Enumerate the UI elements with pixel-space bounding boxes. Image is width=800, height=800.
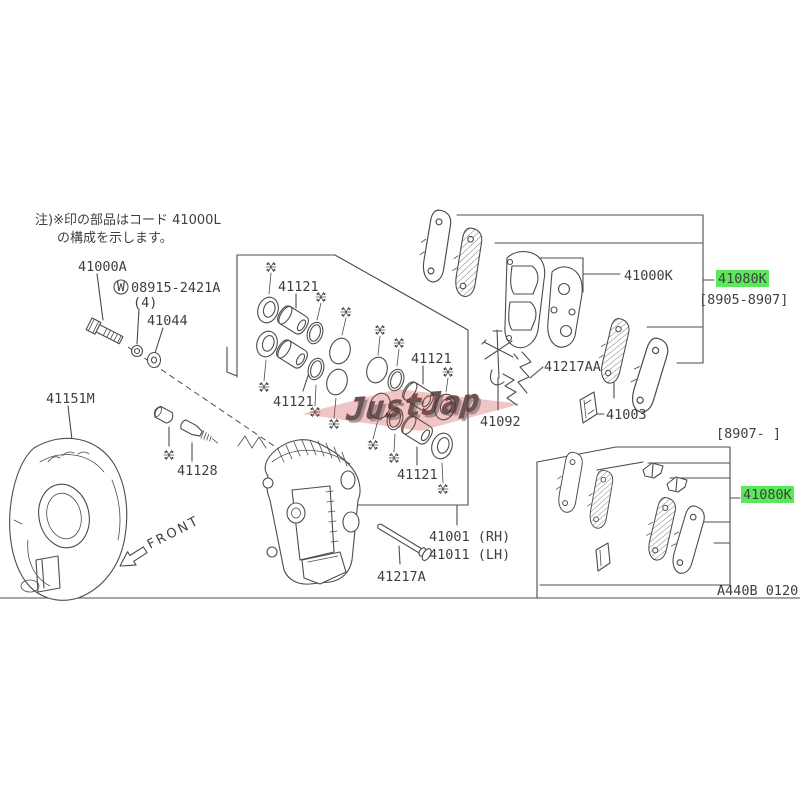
- circled-w-icon: [113, 279, 129, 295]
- reference-mark-icon: [340, 306, 352, 318]
- shim-wedge: [595, 542, 611, 572]
- reference-mark-icon: [388, 452, 400, 464]
- reference-mark-icon: [374, 324, 386, 336]
- lock-washer: [130, 344, 144, 358]
- highlighted-part-late[interactable]: 41080K: [741, 486, 794, 503]
- part-label-08915-2421A: 08915-2421A: [131, 280, 220, 296]
- highlighted-part-early[interactable]: 41080K: [716, 270, 769, 287]
- dust-boot: [322, 365, 352, 399]
- part-label-41121: 41121: [397, 467, 438, 483]
- pad-and-shims: [504, 251, 546, 349]
- part-label-41011-lh: 41011 (LH): [429, 547, 510, 563]
- part-label-41001-rh: 41001 (RH): [429, 529, 510, 545]
- part-label-41217AA: 41217AA: [544, 359, 601, 375]
- splash-shield: [9, 437, 128, 601]
- brake-pad-inner: [643, 495, 678, 562]
- part-label-41121: 41121: [411, 351, 452, 367]
- part-label-41092: 41092: [480, 414, 521, 430]
- note-line1: 注)※印の部品はコード 41000L: [35, 213, 221, 228]
- highlight-rect[interactable]: [716, 270, 769, 287]
- part-label-41121: 41121: [278, 279, 319, 295]
- guide-pin: [377, 523, 432, 561]
- backing-plate: [547, 266, 583, 348]
- dust-boot: [362, 353, 392, 387]
- piston-seal: [304, 355, 328, 383]
- part-label-41003: 41003: [606, 407, 647, 423]
- front-label: FRONT: [145, 513, 203, 552]
- part-label-41151M: 41151M: [46, 391, 95, 407]
- reference-mark-icon: [328, 418, 340, 430]
- reference-mark-icon: [163, 449, 175, 461]
- brake-pad-inner: [596, 316, 631, 386]
- brake-pad-inner: [585, 469, 614, 530]
- piston: [274, 303, 312, 337]
- torque-member-bracket: [481, 329, 519, 386]
- part-label-41000A: 41000A: [78, 259, 127, 275]
- caliper-body: [262, 439, 361, 585]
- brake-pad-outer: [625, 334, 671, 416]
- part-label-41000K: 41000K: [624, 268, 674, 284]
- watermark-diamond: [302, 389, 520, 431]
- diagram-code: A440B 0120: [717, 583, 798, 599]
- pad-group-late: [554, 450, 707, 577]
- part-label-41128: 41128: [177, 463, 218, 479]
- brake-pad-outer: [554, 450, 584, 514]
- plain-washer: [146, 351, 162, 369]
- part-label-41080K[interactable]: 41080K: [718, 271, 768, 287]
- reference-mark-icon: [367, 439, 379, 451]
- part-label-41080K[interactable]: 41080K: [743, 487, 793, 503]
- part-label-41217A: 41217A: [377, 569, 426, 585]
- piston: [273, 337, 311, 371]
- note-line2: の構成を示します。: [57, 231, 173, 246]
- mount-bolt: [85, 317, 124, 345]
- dust-boot: [325, 334, 355, 368]
- pad-spring-clip: [666, 476, 688, 493]
- seal-kit-contents: [252, 293, 460, 463]
- circled-w-label: W: [117, 279, 126, 295]
- part-qty-08915-2421A: (4): [133, 295, 157, 311]
- part-label-41044: 41044: [147, 313, 188, 329]
- reference-mark-icon: [258, 381, 270, 393]
- reference-mark-icon: [265, 261, 277, 273]
- pad-group-early: [418, 208, 671, 424]
- bleeder-valve: [153, 405, 219, 444]
- piston-ring: [427, 429, 457, 463]
- brake-pad-inner: [451, 226, 483, 298]
- front-direction: FRONT: [119, 513, 203, 567]
- range-label-early: [8905-8907]: [699, 292, 788, 308]
- anti-rattle-clip: [502, 373, 518, 406]
- reference-mark-icon: [437, 483, 449, 495]
- reference-mark-icon: [393, 337, 405, 349]
- shim-wedge: [579, 391, 598, 424]
- front-arrow-icon: [119, 546, 148, 567]
- pad-spring-clip: [642, 462, 664, 479]
- brake-pad-outer: [418, 208, 452, 284]
- reference-mark-icon: [442, 366, 454, 378]
- late-pad-kit-box: [536, 446, 731, 599]
- highlight-rect[interactable]: [741, 486, 794, 503]
- part-label-41121: 41121: [273, 394, 314, 410]
- pad-retainer-clip: [517, 351, 532, 394]
- range-label-late: [8907- ]: [716, 426, 781, 442]
